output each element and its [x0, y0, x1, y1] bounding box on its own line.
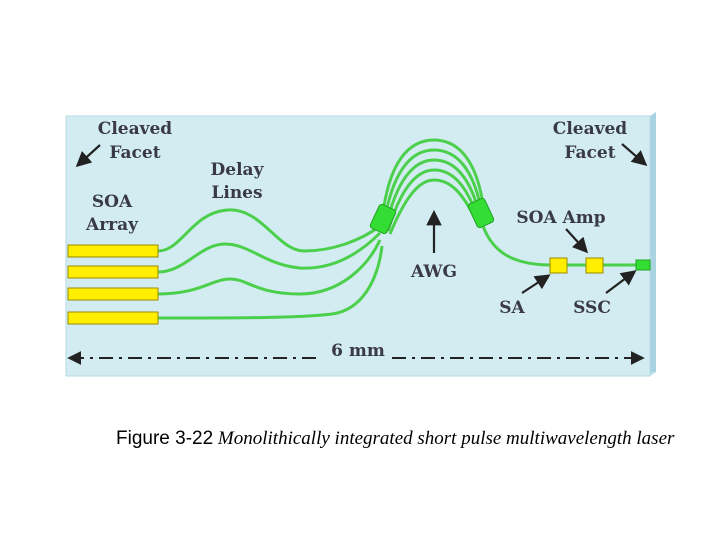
dimension-line: 6 mm: [67, 341, 645, 365]
awg-input-coupler: [369, 203, 397, 235]
caption-number: Figure 3-22: [116, 428, 214, 449]
soa-amp-label: SOA Amp: [516, 208, 605, 228]
awg-output-coupler: [467, 197, 495, 229]
sa-arrow: [521, 274, 551, 294]
soa-amp-arrow: [565, 228, 589, 254]
awg-label: AWG: [410, 262, 457, 282]
ssc-arrow: [605, 270, 637, 294]
cleaved-facet-right-label: Cleaved: [553, 119, 628, 139]
soa-bar: [67, 287, 159, 301]
soa-amp-block: [585, 257, 604, 274]
dimension-label: 6 mm: [331, 341, 385, 361]
delay-line-waveguides: [157, 208, 384, 320]
soa-bar: [67, 311, 159, 325]
sa-label: SA: [499, 298, 525, 318]
left-facet-arrow: [75, 144, 101, 168]
chip-substrate: [65, 112, 656, 377]
soa-bar: [67, 265, 159, 279]
right-facet-arrow: [621, 143, 648, 167]
output-devices: [549, 257, 651, 274]
delay-lines-label: Delay: [211, 160, 265, 180]
soa-array: [67, 244, 159, 325]
ssc-block: [635, 259, 651, 271]
cleaved-facet-left-label: Cleaved: [98, 119, 173, 139]
pointer-arrows: [75, 143, 648, 294]
awg-couplers: [369, 197, 495, 235]
ssc-label: SSC: [573, 298, 611, 318]
awg-arms: [380, 138, 486, 235]
caption-text: Monolithically integrated short pulse mu…: [217, 428, 675, 449]
sa-block: [549, 257, 568, 274]
soa-bar: [67, 244, 159, 258]
figure-caption: Figure 3-22 Monolithically integrated sh…: [116, 424, 676, 454]
soa-array-label: SOA: [92, 192, 133, 212]
